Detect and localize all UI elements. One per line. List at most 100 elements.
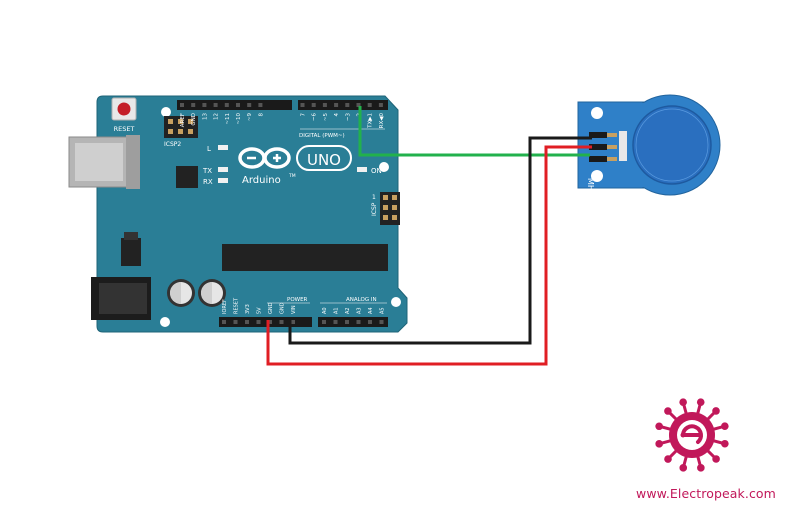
sensor-label: MH [586, 178, 595, 191]
header-pin [345, 103, 350, 107]
header-pin [268, 320, 272, 324]
header-pin-label: 4 [334, 113, 340, 117]
uno-label: UNO [307, 151, 341, 169]
header-pin [233, 320, 238, 324]
header-pin [291, 320, 295, 324]
arduino-board: RESET ICSP2 [68, 95, 408, 333]
website-text: www.Electropeak.com [636, 486, 776, 501]
header-pin-label: ~11 [225, 113, 231, 125]
header-pin [356, 103, 361, 107]
reset-label: RESET [114, 125, 135, 133]
header-pin [236, 103, 240, 107]
icsp-header [380, 192, 400, 225]
header-pin [202, 103, 207, 107]
header-pin-label: 12 [214, 113, 220, 120]
header-pin-label: A4 [368, 307, 374, 314]
header-pin-label: AREF [180, 113, 186, 127]
header-pin [258, 103, 263, 107]
analog-header [318, 317, 388, 327]
header-pin-label: A0 [322, 307, 328, 314]
header-pin [245, 320, 249, 324]
header-pin-label: A2 [345, 307, 351, 314]
mounting-hole [160, 317, 170, 327]
header-pin [256, 320, 261, 324]
on-led [357, 167, 367, 172]
tx-label: TX [202, 167, 212, 175]
header-pin-label: GND [280, 302, 286, 314]
logo-node [712, 407, 720, 415]
power-header [219, 317, 312, 327]
header-pin-label: ~6 [312, 113, 318, 122]
rx-led [218, 178, 228, 183]
logo-node [655, 440, 663, 448]
header-pin-label: 5V [257, 307, 263, 314]
header-pin [279, 320, 284, 324]
header-pin-label: ~3 [345, 113, 351, 122]
header-pin [300, 103, 305, 107]
header-pin-label: RESET [234, 297, 240, 314]
mounting-hole [391, 297, 401, 307]
header-pin [213, 103, 218, 107]
header-pin-label: GND [268, 302, 274, 314]
header-pin-label: IOREF [222, 299, 228, 314]
header-pin [191, 103, 196, 107]
header-pin [379, 320, 384, 324]
header-pin-label: ~9 [247, 113, 253, 122]
arduino-logo [238, 145, 352, 171]
digital-header [177, 100, 388, 110]
usb-chip [176, 166, 198, 188]
tx-led [218, 167, 228, 172]
header-pin-label: RX◀0 [379, 113, 385, 129]
signal-wire [358, 106, 590, 157]
header-pin [222, 320, 226, 324]
header-pin-label: TX▶1 [368, 113, 374, 129]
icsp2-label: ICSP2 [164, 141, 181, 148]
header-pin-label: ~10 [236, 113, 242, 125]
logo-node [721, 422, 729, 430]
logo-node [697, 464, 705, 472]
logo-node [664, 455, 672, 463]
header-pin-label: 7 [301, 113, 307, 117]
header-pin [378, 103, 383, 107]
header-pin [356, 320, 361, 324]
logo-node [679, 464, 688, 472]
capacitor [167, 279, 195, 307]
l-led [218, 145, 228, 150]
mounting-hole [161, 107, 171, 117]
sensor-mounting-hole [591, 170, 603, 182]
touch-pad[interactable] [632, 105, 712, 185]
analog-label: ANALOG IN [346, 297, 377, 303]
header-pin [311, 103, 316, 107]
header-pin-label: A5 [380, 307, 386, 314]
header-pin [333, 320, 338, 324]
header-pin-label: 3V3 [245, 304, 251, 314]
header-pin [322, 320, 326, 324]
icsp-pin1-label: 1 [372, 194, 376, 201]
logo-node [712, 455, 720, 463]
electropeak-logo [655, 398, 729, 472]
touch-sensor-module: MH [577, 94, 721, 196]
usb-connector [68, 135, 140, 189]
header-pin-label: ~5 [323, 113, 329, 122]
dc-power-jack [91, 277, 151, 320]
header-pin [180, 103, 184, 107]
header-pin-label: VIN [291, 305, 297, 314]
reset-button[interactable] [111, 97, 137, 121]
header-pin [367, 103, 372, 107]
icsp-label: ICSP [371, 202, 378, 216]
digital-label: DIGITAL (PWM~) [299, 133, 345, 139]
power-label: POWER [287, 297, 308, 303]
header-pin [224, 103, 229, 107]
mounting-hole [379, 162, 389, 172]
header-pin [368, 320, 372, 324]
vcc-wire [266, 145, 592, 366]
sensor-silkscreen [619, 131, 627, 161]
atmega-chip [222, 244, 388, 271]
sensor-pin-header [589, 132, 617, 162]
voltage-regulator [121, 232, 141, 266]
tm-label: TM [288, 173, 296, 179]
header-pin-label: A1 [334, 307, 340, 314]
logo-node [696, 398, 705, 406]
arduino-label: Arduino [242, 175, 281, 186]
